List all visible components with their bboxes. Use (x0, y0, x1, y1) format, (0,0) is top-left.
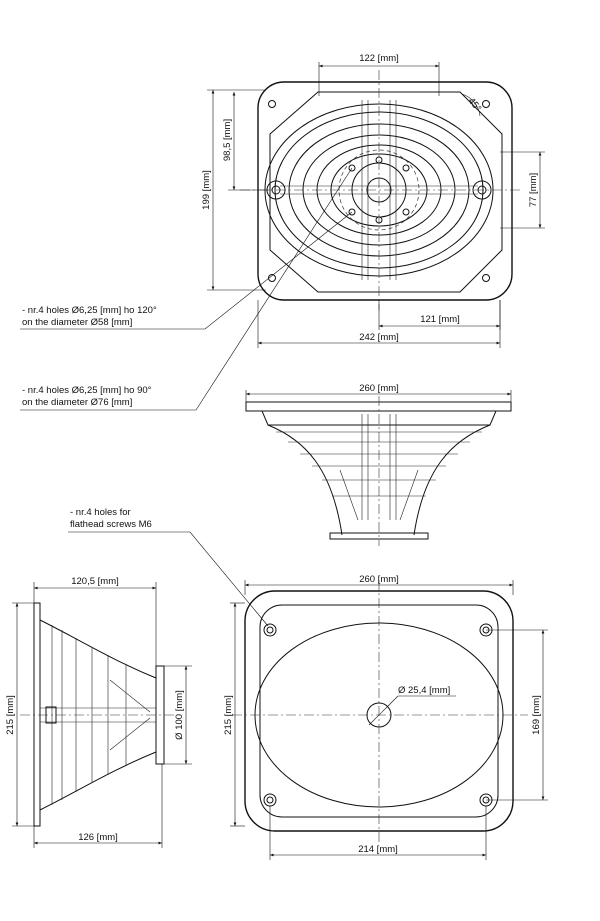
bottom-dim-260-label: 260 [mm] (359, 574, 399, 585)
front-horn-left (267, 424, 343, 536)
front-dim-260-label: 260 [mm] (359, 383, 399, 394)
throat-small-holes (348, 156, 410, 224)
leader-holes-120 (20, 211, 353, 330)
bottom-dim-214-label: 214 [mm] (358, 844, 398, 855)
front-throat-flange (329, 532, 429, 540)
side-dim-120-5-label: 120,5 [mm] (71, 576, 119, 587)
leader-holes-90 (20, 167, 353, 411)
bottom-dim-215-label: 215 [mm] (223, 695, 234, 735)
side-view: 120,5 [mm] 215 [mm] Ø 100 [mm] 126 [mm] (5, 576, 192, 848)
bolt-circle (338, 149, 420, 231)
side-dim-100-label: Ø 100 [mm] (174, 690, 185, 740)
note-holes-120-line2: on the diameter Ø58 [mm] (22, 317, 132, 328)
dim-199-label: 199 [mm] (201, 170, 212, 210)
dim-242-label: 242 [mm] (359, 332, 399, 343)
bottom-view: 260 [mm] 215 [mm] Ø 25,4 [mm] 169 [mm] 2… (223, 574, 548, 860)
front-horn-right (413, 424, 491, 536)
front-flange (245, 401, 512, 412)
notes: - nr.4 holes Ø6,25 [mm] ho 120° on the d… (20, 167, 353, 627)
top-view-flange (257, 81, 513, 301)
bottom-flange (244, 590, 514, 832)
side-horn-top (39, 619, 157, 679)
bottom-dim-25-4-label: Ø 25,4 [mm] (398, 685, 450, 696)
bottom-dim-169-label: 169 [mm] (531, 695, 542, 735)
top-view-corner-holes (268, 100, 490, 282)
side-horn-bottom (39, 751, 157, 811)
side-flange (33, 602, 41, 827)
front-side-view: 260 [mm] (245, 383, 512, 546)
top-view-octagon (269, 91, 503, 293)
note-flathead-line2: flathead screws M6 (70, 519, 152, 530)
dim-121-label: 121 [mm] (420, 314, 460, 325)
note-holes-120-line1: - nr.4 holes Ø6,25 [mm] ho 120° (22, 305, 157, 316)
note-holes-90-line2: on the diameter Ø76 [mm] (22, 397, 132, 408)
side-dim-215-label: 215 [mm] (5, 695, 16, 735)
leader-flathead (68, 531, 269, 627)
dim-77-label: 77 [mm] (528, 173, 539, 207)
dim-98-5-label: 98,5 [mm] (222, 119, 233, 161)
top-view: 122 [mm] 45° 199 [mm] 98,5 [mm] 77 [mm] … (201, 53, 545, 348)
note-flathead-line1: - nr.4 holes for (70, 507, 131, 518)
dim-122-label: 122 [mm] (359, 53, 399, 64)
note-holes-90-line1: - nr.4 holes Ø6,25 [mm] ho 90° (22, 385, 152, 396)
side-dim-126-label: 126 [mm] (78, 832, 118, 843)
right-lug (472, 180, 492, 200)
dim-45-label: 45° (466, 96, 484, 114)
